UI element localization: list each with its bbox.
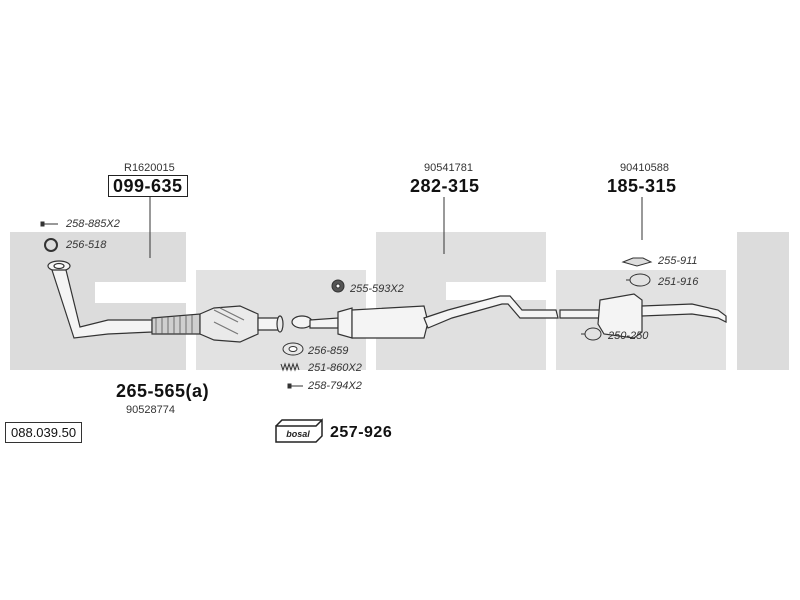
bolt-icon (287, 383, 303, 389)
flange-gasket-icon (282, 342, 304, 356)
rubber-hanger-icon (331, 279, 345, 293)
accessory-code[interactable]: 251-916 (658, 276, 699, 288)
mounting-kit-box (275, 418, 323, 443)
bracket-icon (621, 257, 653, 267)
catalyst-number[interactable]: 265-565(a) (116, 381, 210, 401)
middle-number[interactable]: 282-315 (410, 176, 480, 196)
front-pipe (47, 260, 201, 339)
accessory-code[interactable]: 250-250 (608, 330, 649, 342)
bosal-logo: bosal (286, 429, 310, 439)
accessory-code[interactable]: 256-859 (308, 345, 349, 357)
ring-gasket-icon (44, 238, 58, 252)
accessory-code[interactable]: 258-885X2 (66, 218, 120, 230)
front-pipe-number[interactable]: 099-635 (108, 175, 188, 197)
accessory-code[interactable]: 251-860X2 (308, 362, 362, 374)
accessory-code[interactable]: 255-911 (658, 255, 698, 267)
bosal-watermark (10, 232, 789, 370)
accessory-code[interactable]: 256-518 (66, 239, 107, 251)
rear-ref: 90410588 (620, 162, 669, 174)
middle-ref: 90541781 (424, 162, 473, 174)
clamp-icon (581, 327, 602, 341)
catalog-number: 088.039.50 (5, 422, 83, 443)
spring-icon (280, 362, 300, 372)
front-pipe-ref: R1620015 (124, 162, 175, 174)
accessory-code[interactable]: 255-593X2 (350, 283, 404, 295)
clamp-icon (626, 273, 651, 287)
catalyst-ref: 90528774 (126, 404, 175, 416)
rear-silencer (559, 293, 727, 339)
mounting-kit-number[interactable]: 257-926 (330, 424, 393, 441)
accessory-code[interactable]: 258-794X2 (308, 380, 362, 392)
catalytic-converter (199, 305, 284, 343)
rear-number[interactable]: 185-315 (607, 176, 677, 196)
middle-section (291, 295, 559, 339)
bolt-icon (40, 221, 58, 227)
